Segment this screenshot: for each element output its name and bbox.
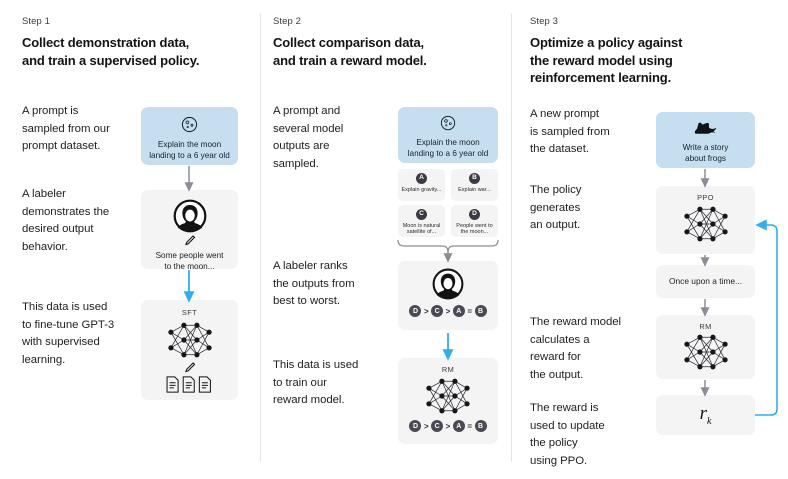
step-1-label: Step 1 [22,16,51,27]
neural-network-icon [680,204,732,244]
document-icon [166,376,214,393]
option-text-b: Explain war... [458,186,491,193]
column-divider-2 [511,14,512,462]
rm3-model-label: RM [699,322,712,331]
step-3-label: Step 3 [530,16,559,27]
step-1-column: Step 1 Collect demonstration data, and t… [0,0,261,479]
moon-icon [440,115,456,131]
option-text-a: Explain gravity... [401,186,442,193]
step-3-output-box[interactable]: Once upon a time... [656,265,755,298]
rm-rank-op-1: > [423,421,429,431]
step-3-prompt-text: Write a story about frogs [682,143,729,163]
option-card-b[interactable]: B Explain war... [451,169,498,201]
labeler-person-icon [173,199,207,233]
step-1-prompt-box[interactable]: Explain the moon landing to a 6 year old [141,107,238,165]
column-divider-1 [260,14,261,462]
option-text-c: Moon is natural satellite of... [402,222,441,235]
step-1-sft-box[interactable]: SFT [141,300,238,400]
neural-network-icon [422,376,474,416]
option-text-d: People went to the moon... [456,222,493,235]
ppo-feedback-loop [755,219,778,416]
option-card-c[interactable]: C Moon is natural satellite of... [398,205,445,237]
option-badge-c: C [416,209,427,220]
step-3-prompt-box[interactable]: Write a story about frogs [656,112,755,168]
step-3-caption-3: The reward model calculates a reward for… [530,316,621,381]
pencil-icon [183,234,196,247]
step-2-prompt-box[interactable]: Explain the moon landing to a 6 year old [398,107,498,163]
step-3-caption-2: The policy generates an output. [530,184,582,232]
reward-symbol-letter: r [699,402,707,424]
rm-rank-badge-1: D [409,420,422,432]
neural-network-icon [164,320,216,360]
rank-badge-4: B [474,305,487,317]
ranking-row-rm: D > C > A = B [409,420,487,432]
rm-model-label: RM [441,365,455,374]
reward-symbol: rk [700,404,712,427]
rank-op-2: > [445,306,451,316]
step-2-caption-3: This data is used to train our reward mo… [273,359,359,407]
step-2-label: Step 2 [273,16,302,27]
step-3-caption-4: The reward is used to update the policy … [530,402,605,467]
option-badge-b: B [469,173,480,184]
labeler-person-icon [432,268,464,300]
step-1-labeler-box[interactable]: Some people went to the moon... [141,190,238,271]
rank-badge-1: D [409,305,422,317]
curly-brace [397,239,499,253]
step-3-reward-model-box[interactable]: RM [656,315,755,379]
step-1-caption-3: This data is used to fine-tune GPT-3 wit… [22,301,115,366]
step-2-ranking-box[interactable]: D > C > A = B [398,261,498,330]
step-2-caption-2: A labeler ranks the outputs from best to… [273,260,355,308]
option-card-d[interactable]: D People went to the moon... [451,205,498,237]
rm-rank-op-3: = [467,421,472,431]
rank-badge-3: A [452,305,465,317]
step-3-policy-box[interactable]: PPO [656,186,755,254]
step-2-column: Step 2 Collect comparison data, and trai… [261,0,512,479]
reward-symbol-subscript: k [706,415,712,427]
rm-rank-badge-2: C [431,420,444,432]
rm-rank-badge-4: B [474,420,487,432]
step-3-headline: Optimize a policy against the reward mod… [530,35,683,85]
rank-op-3: = [467,306,472,316]
step-2-caption-1: A prompt and several model outputs are s… [273,105,344,170]
step-2-headline: Collect comparison data, and train a rew… [273,35,427,68]
step-1-labeler-text: Some people went to the moon... [155,251,224,271]
pencil-icon [183,361,196,374]
step-3-column: Step 3 Optimize a policy against the rew… [512,0,788,479]
option-card-a[interactable]: A Explain gravity... [398,169,445,201]
ranking-row-labeler: D > C > A = B [409,305,487,317]
option-badge-d: D [469,209,480,220]
step-2-reward-model-box[interactable]: RM D > C > A [398,358,498,444]
ppo-model-label: PPO [697,193,714,202]
step-1-caption-2: A labeler demonstrates the desired outpu… [22,188,110,253]
frog-icon [694,121,718,137]
step-1-caption-1: A prompt is sampled from our prompt data… [22,105,110,153]
rank-op-1: > [423,306,429,316]
step-1-headline: Collect demonstration data, and train a … [22,35,200,68]
moon-icon [181,116,198,133]
step-3-reward-box[interactable]: rk [656,395,755,435]
neural-network-icon [680,332,732,372]
rank-badge-2: C [431,305,444,317]
step-3-output-text: Once upon a time... [668,276,743,286]
step-2-prompt-text: Explain the moon landing to a 6 year old [407,138,489,158]
sft-model-label: SFT [181,308,198,317]
rm-rank-badge-3: A [452,420,465,432]
rm-rank-op-2: > [445,421,451,431]
step-1-prompt-text: Explain the moon landing to a 6 year old [149,140,230,160]
step-3-caption-1: A new prompt is sampled from the dataset… [530,108,610,156]
option-badge-a: A [416,173,427,184]
